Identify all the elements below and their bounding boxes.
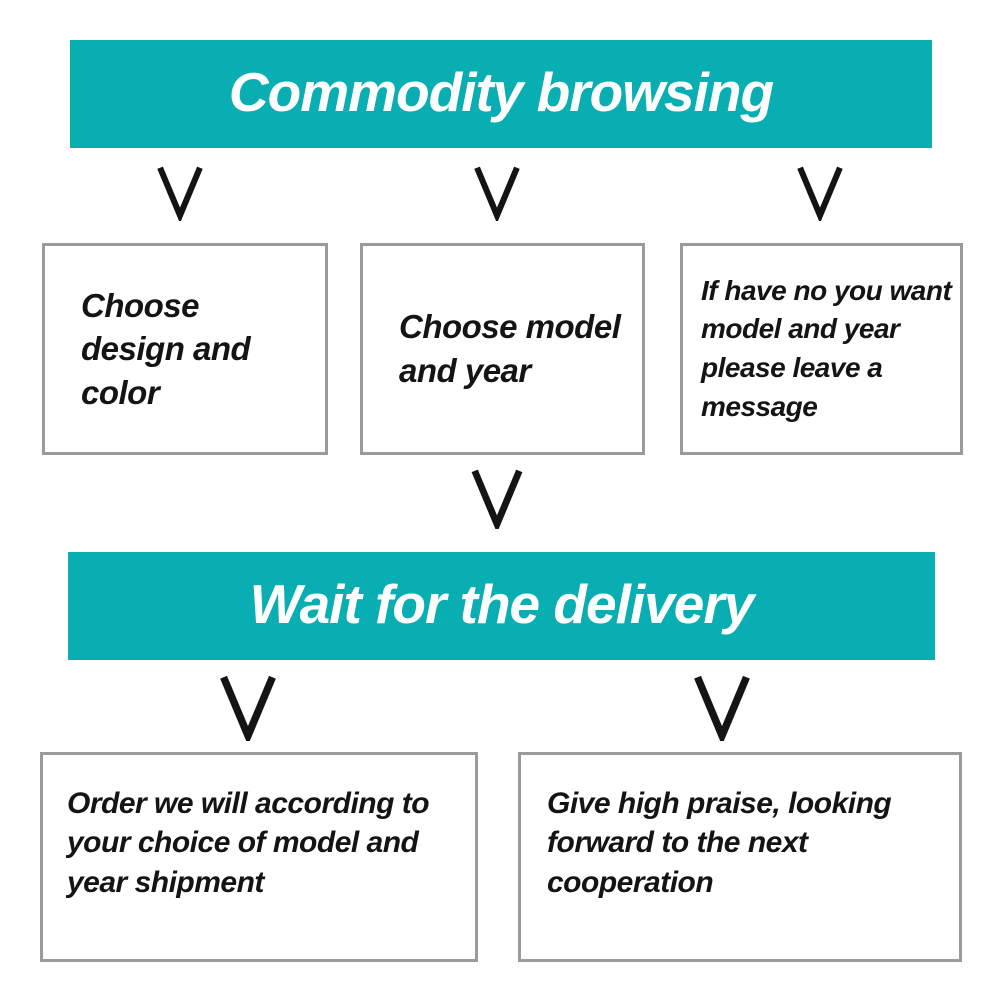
- flow-box-give-praise: Give high praise, looking forward to the…: [518, 752, 962, 962]
- banner-commodity-browsing: Commodity browsing: [70, 40, 932, 148]
- down-arrow-icon: [690, 673, 754, 741]
- down-arrow-icon: [216, 673, 280, 741]
- flow-box-order-shipment-text: Order we will according to your choice o…: [67, 786, 430, 899]
- flow-box-give-praise-text: Give high praise, looking forward to the…: [547, 786, 892, 899]
- down-arrow-icon: [154, 163, 206, 221]
- flow-box-choose-model-year: Choose model and year: [360, 243, 645, 455]
- banner-commodity-browsing-label: Commodity browsing: [228, 61, 774, 123]
- flow-box-leave-message: If have no you want model and year pleas…: [680, 243, 963, 455]
- flow-box-leave-message-text: If have no you want model and year pleas…: [701, 274, 952, 422]
- down-arrow-icon: [467, 467, 527, 529]
- flow-box-order-shipment: Order we will according to your choice o…: [40, 752, 478, 962]
- banner-wait-for-delivery-label: Wait for the delivery: [249, 573, 755, 635]
- flow-box-choose-design-color-text: Choose design and color: [81, 286, 251, 411]
- down-arrow-icon: [471, 163, 523, 221]
- flow-box-choose-design-color: Choose design and color: [42, 243, 328, 455]
- down-arrow-icon: [794, 163, 846, 221]
- flow-box-choose-model-year-text: Choose model and year: [399, 308, 621, 389]
- banner-wait-for-delivery: Wait for the delivery: [68, 552, 935, 660]
